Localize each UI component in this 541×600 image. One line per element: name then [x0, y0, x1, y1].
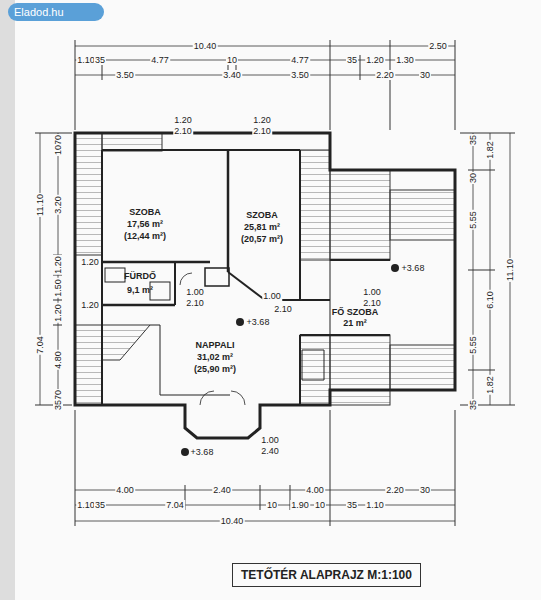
dimension-text: 11.10	[35, 193, 45, 217]
dimension-text: 4.80	[53, 350, 63, 370]
dimension-text: 35	[53, 399, 63, 411]
dimension-text: 35	[468, 134, 478, 146]
room-label: 31,02 m²	[196, 352, 234, 362]
dimension-text: 1.30	[395, 55, 415, 65]
room-label: FÜRDŐ	[123, 271, 157, 281]
room-label: SZOBA	[128, 207, 162, 217]
dimension-text: 4.00	[305, 485, 325, 495]
dimension-text: 30	[419, 485, 431, 495]
dimension-text: 1.20	[173, 115, 193, 125]
dimension-text: 5.55	[468, 210, 478, 230]
dimension-text: 10	[266, 500, 278, 510]
dimension-text: +3.68	[401, 263, 426, 273]
dimension-text: 3.20	[53, 195, 63, 215]
dimension-text: 4.00	[115, 485, 135, 495]
dimension-text: 1.82	[485, 375, 495, 395]
dimension-text: 2.10	[273, 304, 293, 314]
dimension-text: 11.10	[505, 258, 515, 282]
dimension-text: 2.10	[362, 298, 382, 308]
dimension-text: 4.77	[290, 55, 310, 65]
room-label: 21 m²	[342, 318, 368, 328]
dimension-text: 7.04	[165, 500, 185, 510]
room-label: (25,90 m²)	[193, 364, 237, 374]
dimension-text: 1.20	[252, 115, 272, 125]
room-label: 9,1 m²	[126, 285, 154, 295]
dimension-text: 1.10	[76, 500, 96, 510]
room-label: FŐ SZOBA	[331, 307, 380, 317]
dimension-text: 10.40	[193, 41, 218, 51]
dimension-text: 5.55	[468, 335, 478, 355]
room-label: NAPPALI	[195, 340, 236, 350]
dimension-text: 1.10	[76, 55, 96, 65]
dimension-text: 1.20	[80, 257, 100, 267]
room-label: (12,44 m²)	[123, 231, 167, 241]
dimension-text: 2.10	[185, 298, 205, 308]
dimension-text: 1.50	[53, 278, 63, 298]
dimension-text: 2.50	[428, 41, 448, 51]
dimension-text: 30	[419, 70, 431, 80]
dimension-text: 35	[94, 500, 106, 510]
dimension-text: 35	[468, 399, 478, 411]
dimension-text: 2.20	[375, 70, 395, 80]
dimension-text: +3.68	[246, 317, 271, 327]
dimension-text: 1.82	[485, 140, 495, 160]
dimension-text: 4.77	[150, 55, 170, 65]
room-label: SZOBA	[245, 210, 279, 220]
dimension-text: 10	[226, 55, 238, 65]
title-box: TETŐTÉR ALAPRAJZ M:1:100	[232, 563, 421, 587]
dimension-text: 35	[346, 500, 358, 510]
dimension-text: 6.10	[485, 290, 495, 310]
dimension-text: 35	[94, 55, 106, 65]
dimension-text: 2.20	[385, 485, 405, 495]
dimension-text: 3.40	[222, 70, 242, 80]
dimension-text: 1.00	[185, 287, 205, 297]
dimension-text: 3.50	[290, 70, 310, 80]
dimension-text: 10	[314, 500, 326, 510]
dimension-text: 1.00	[362, 287, 382, 297]
room-label: 17,56 m²	[126, 219, 164, 229]
dimension-text: 2.40	[260, 446, 280, 456]
dimension-text: 1.20	[80, 300, 100, 310]
dimension-text: 1.90	[290, 500, 310, 510]
dimension-text: +3.68	[190, 447, 215, 457]
dimension-text: 10.40	[220, 516, 245, 526]
dimension-text: 1.20	[53, 303, 63, 323]
room-label: 25,81 m²	[243, 222, 281, 232]
dimension-text: 10	[53, 144, 63, 156]
dimension-text: 3.50	[115, 70, 135, 80]
dimension-text: 35	[346, 55, 358, 65]
dimension-text: 7.04	[35, 335, 45, 355]
dimension-text: 2.40	[212, 485, 232, 495]
dimension-text: 2.10	[252, 126, 272, 136]
dimension-text: 1.20	[53, 255, 63, 275]
dimension-text: 1.00	[262, 291, 282, 301]
watermark-badge: Eladod.hu	[8, 3, 104, 21]
dimension-text: 1.00	[260, 435, 280, 445]
dimension-text: 1.10	[365, 500, 385, 510]
dimension-text: 1.20	[365, 55, 385, 65]
dimension-text: 2.10	[173, 126, 193, 136]
dimension-text: 30	[468, 172, 478, 184]
room-label: (20,57 m²)	[240, 234, 284, 244]
